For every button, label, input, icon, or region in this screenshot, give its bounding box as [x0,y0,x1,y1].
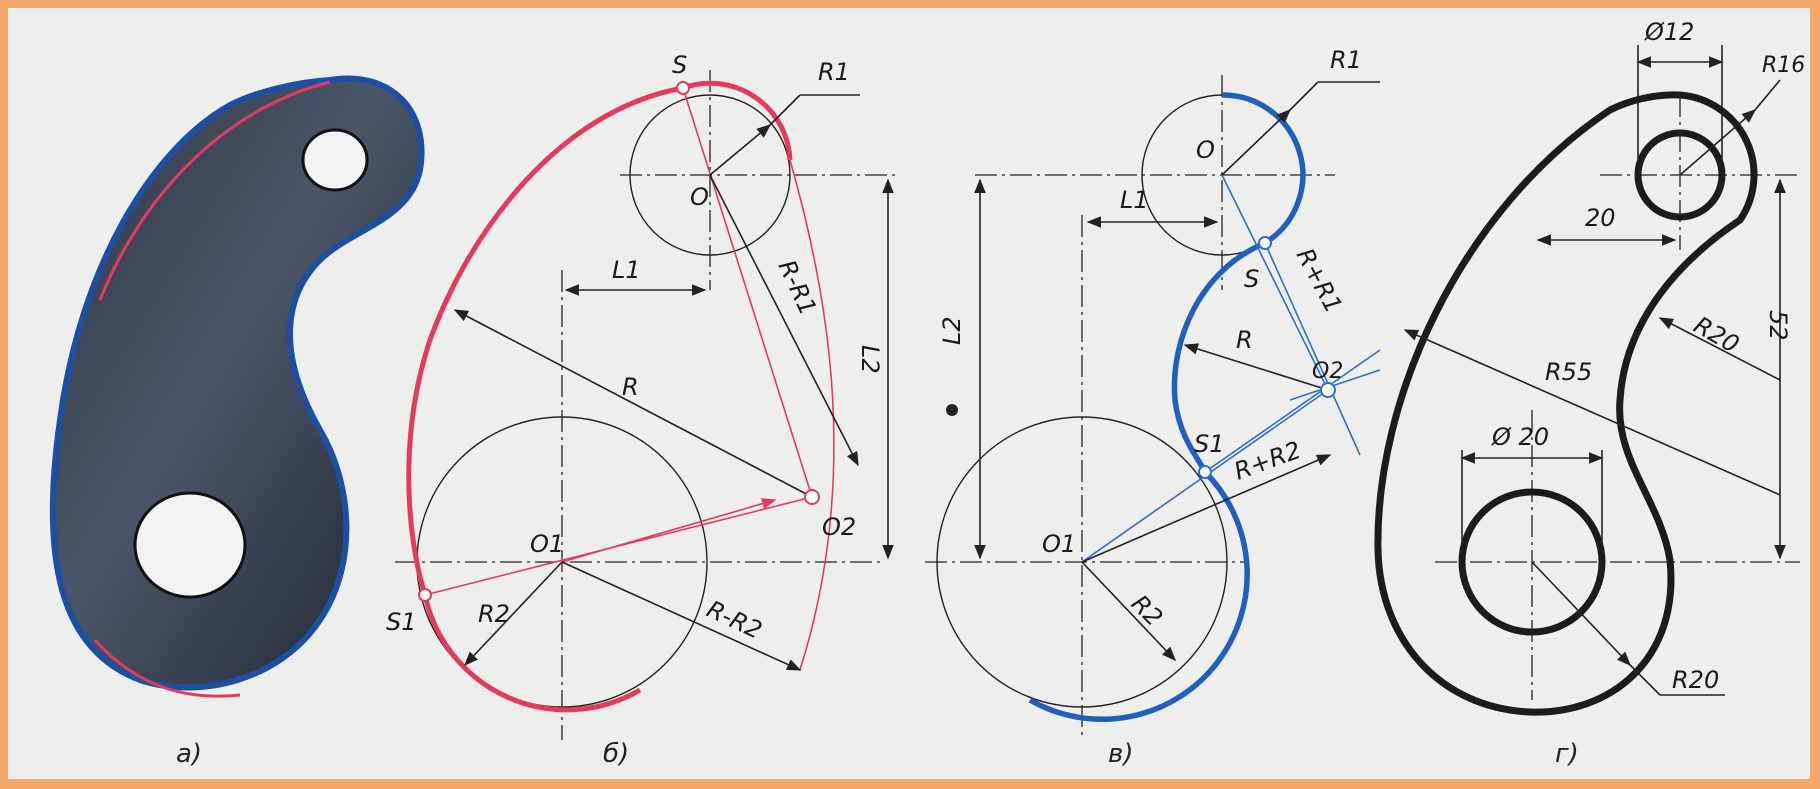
panel-a-cam-render: а) [49,75,425,769]
point-o2 [804,489,820,505]
arc-r2 [1028,470,1250,722]
arc-r [1171,240,1267,474]
point-s1 [1198,465,1212,479]
point-s [1258,236,1272,250]
blue-ext-2 [1204,349,1381,473]
label-r20-lower: R20 [1672,666,1719,694]
bullet-dot [946,404,958,416]
arc-r1 [682,80,793,161]
caption-a: а) [176,739,202,769]
label-o1: O1 [1042,530,1076,558]
label-r: R [1236,326,1253,354]
label-52: 52 [1764,310,1792,341]
leader-r1 [769,94,801,126]
dim-r20-lower [1531,561,1631,667]
label-r1: R1 [818,58,850,86]
label-l1: L1 [1120,186,1149,214]
dim-r20-upper [1658,317,1781,381]
leader-r20-lower [1629,664,1661,696]
label-r-plus-r1: R+R1 [1291,244,1348,318]
label-r16: R16 [1762,53,1805,78]
cam-outline [1374,91,1758,716]
label-r2: R2 [478,600,510,628]
point-s1 [418,588,432,602]
dim-r-minus-r2 [561,561,802,671]
label-d20: Ø 20 [1491,423,1549,451]
construction-arc [789,159,835,671]
dim-r2 [464,561,563,667]
label-o: O [1196,136,1215,164]
caption-b: б) [603,739,629,769]
drawing-sheet: а) [8,8,1810,779]
dim-r55 [1403,329,1781,496]
line-o-o2 [1221,174,1329,391]
circle-r1 [629,94,791,256]
blue-tick [1289,369,1381,401]
upper-hole [1634,129,1726,221]
label-o1: O1 [530,530,564,558]
label-l2: L2 [938,316,966,345]
arc-r1 [1221,92,1306,246]
panel-c-construction: R1 O L1 S R+R1 L2 R O2 S1 R+R2 O1 R2 в) [925,46,1381,769]
label-s1: S1 [1194,430,1225,458]
label-s: S [1244,265,1259,293]
label-r20-upper: R20 [1689,311,1744,359]
label-r1: R1 [1330,46,1362,74]
label-o2: O2 [822,513,856,541]
label-l1: L1 [612,256,641,284]
caption-c: в) [1108,739,1133,769]
circle-r2 [936,416,1228,708]
dim-r [453,309,813,498]
lower-hole [133,491,247,599]
panel-b-construction: S R1 O L1 R-R1 L2 R O2 O1 S1 R2 R-R2 б) [386,51,900,769]
blue-ext-1 [1264,242,1361,456]
leader-r1 [1289,81,1319,111]
pink-arrow [561,498,777,563]
lower-hole [1458,488,1606,636]
dim-r16 [1679,109,1757,176]
point-o2 [1320,382,1336,398]
label-r-minus-r2: R-R2 [702,595,766,645]
cam-edge-highlight-lower [93,638,241,698]
dim-r [1183,343,1329,391]
upper-hole [301,128,369,192]
line-s-o2 [682,87,813,498]
point-s [676,81,690,95]
label-r55: R55 [1545,358,1592,386]
dim-r1 [1221,109,1292,176]
cam-edge-highlight [98,80,331,301]
label-d12: Ø12 [1644,18,1694,46]
leader-r16 [1754,79,1781,111]
dim-r2 [1081,561,1176,662]
arc-r2 [422,594,642,713]
cam-drawing: а) [49,18,1805,769]
label-l2: L2 [856,345,884,374]
label-s: S [672,51,687,79]
dim-r1 [709,124,772,176]
label-20: 20 [1585,204,1616,232]
dim-r-plus-r2 [1081,454,1332,563]
panel-d-final-drawing: Ø12 R16 20 R20 52 R55 Ø 20 R20 г) [1374,18,1805,769]
dim-r-minus-r1 [709,174,859,467]
label-o: O [690,183,709,211]
label-o2: O2 [1312,359,1343,384]
label-r: R [622,373,639,401]
arc-r [406,85,684,596]
caption-d: г) [1555,739,1579,769]
label-r2: R2 [1126,589,1168,631]
label-r-plus-r2: R+R2 [1230,436,1304,486]
label-s1: S1 [386,608,417,636]
